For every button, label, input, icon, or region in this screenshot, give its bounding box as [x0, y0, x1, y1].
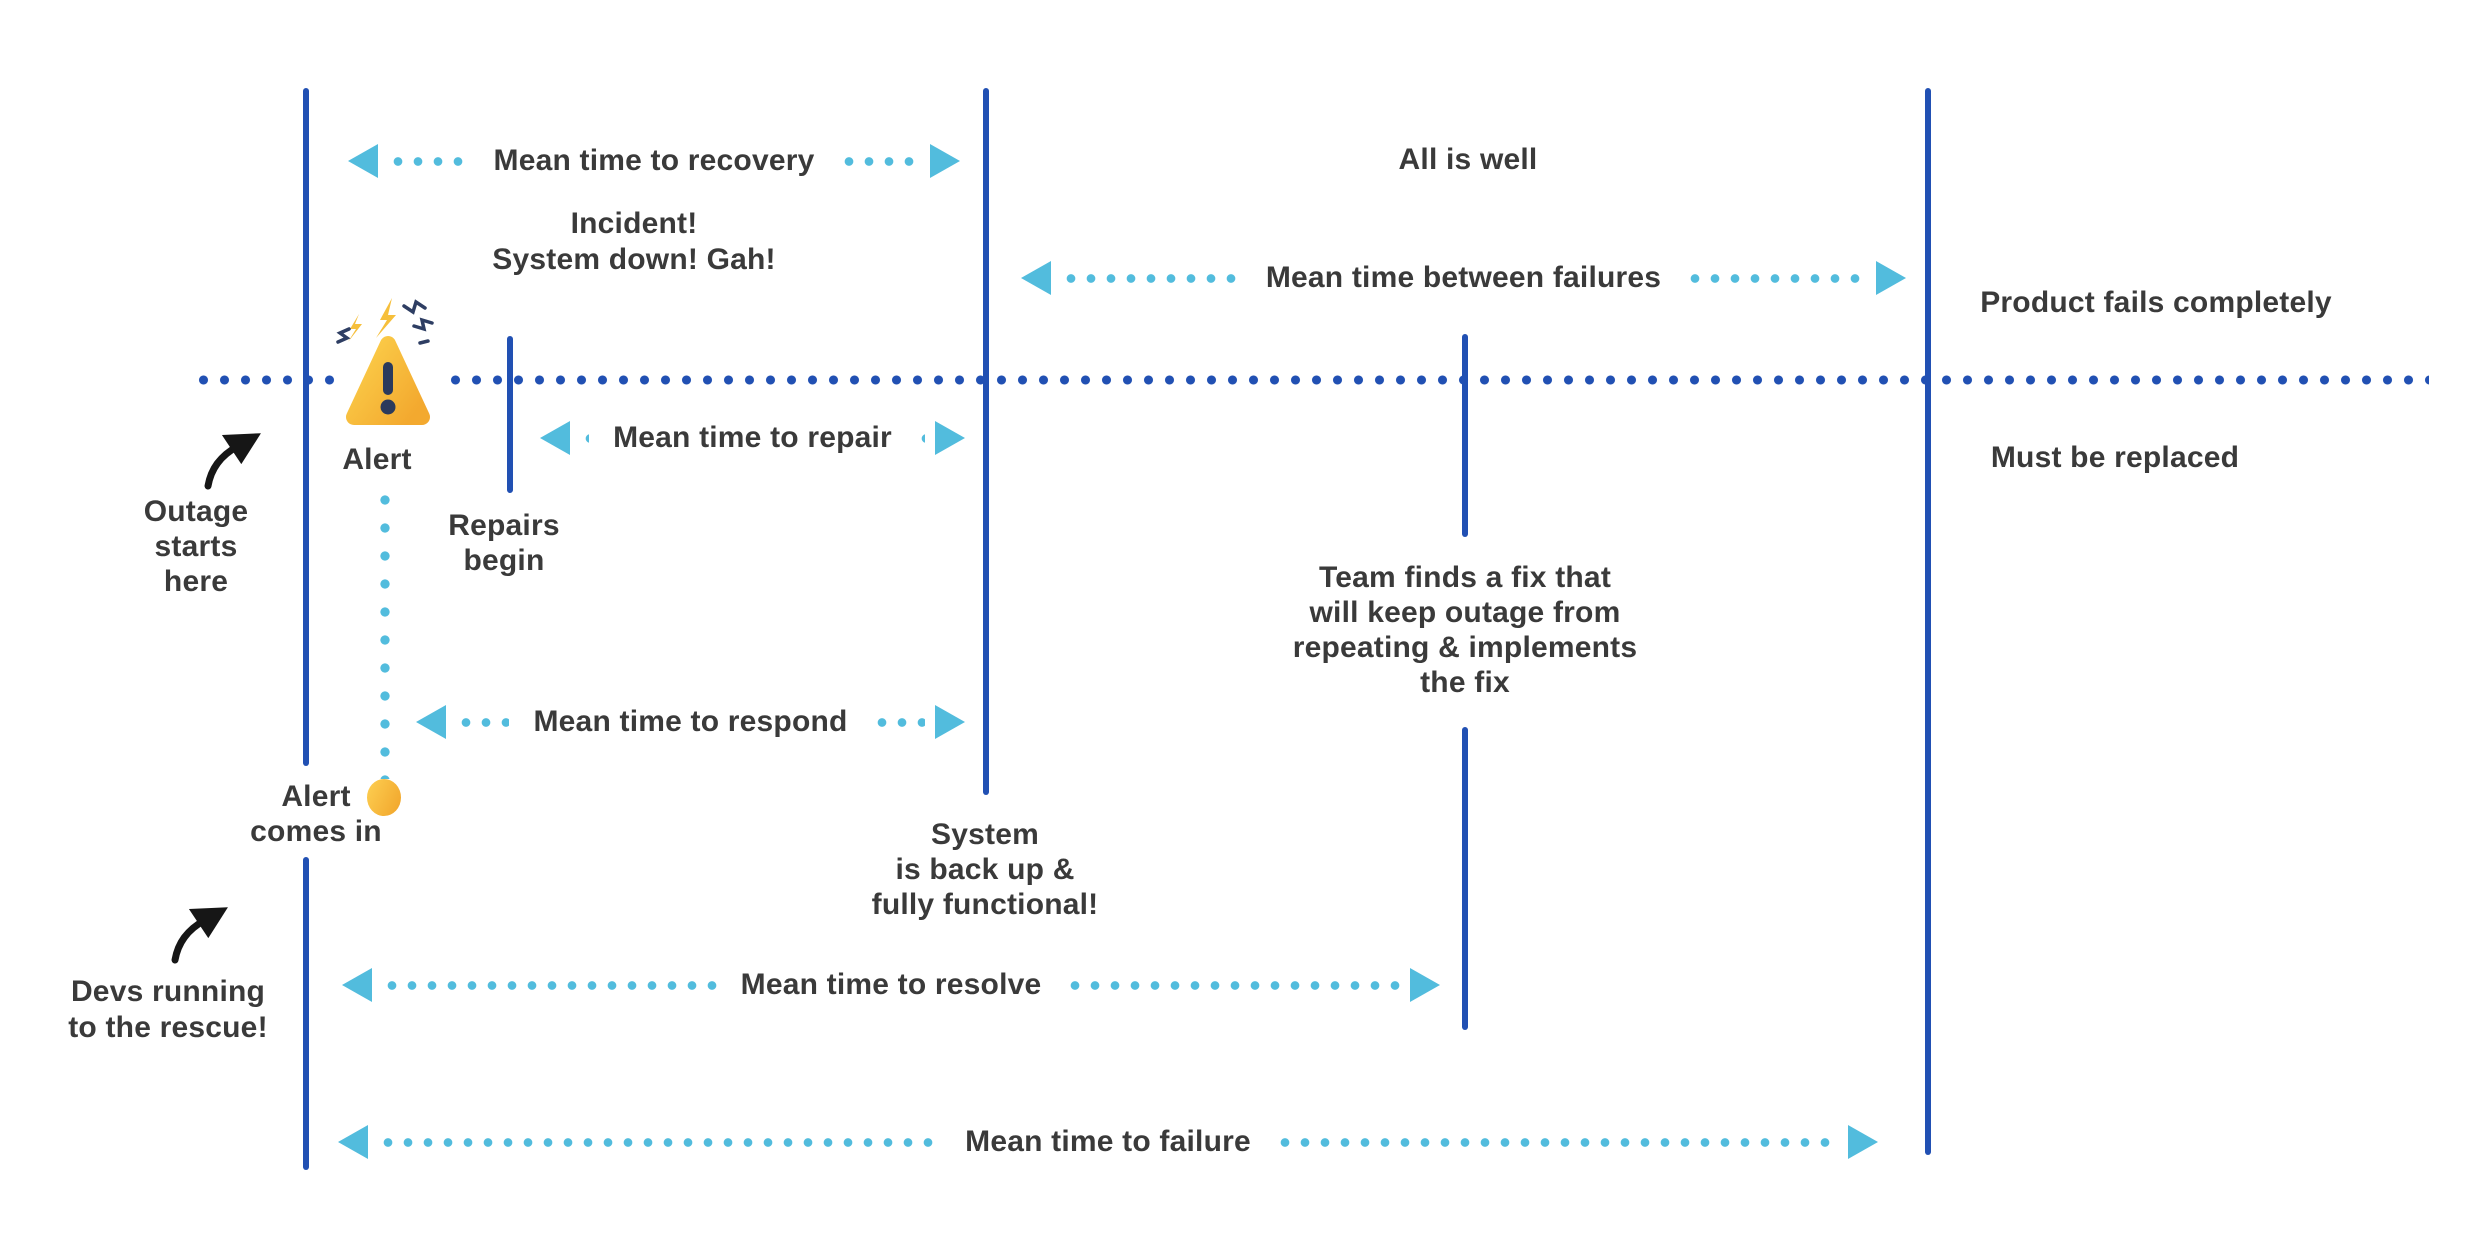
dotted-line	[1061, 273, 1242, 283]
team-fix-note: Team finds a fix that will keep outage f…	[1292, 561, 1638, 699]
must-be-replaced-note: Must be replaced	[1990, 441, 2240, 474]
product-fails-note: Product fails completely	[1980, 286, 2332, 319]
metric-arrow-recovery: Mean time to recovery	[348, 141, 960, 181]
dotted-line	[382, 980, 717, 990]
arrowhead-right-icon	[935, 705, 966, 739]
curved-arrow-icon	[204, 433, 261, 490]
metric-arrow-between-failures: Mean time between failures	[1021, 258, 1907, 298]
warning-triangle-icon	[336, 298, 440, 425]
lightning-bolt-icon	[348, 314, 362, 342]
arrowhead-left-icon	[342, 968, 372, 1002]
repairs-begin-note: Repairs begin	[448, 509, 560, 577]
arrowhead-right-icon	[1876, 261, 1907, 295]
repairs-begin-tick	[507, 336, 513, 493]
curved-arrow-icon	[171, 907, 228, 964]
metric-arrow-failure: Mean time to failure	[338, 1122, 1878, 1162]
arrowhead-right-icon	[1410, 968, 1441, 1002]
devs-rescue-note: Devs running to the rescue!	[68, 975, 268, 1044]
dotted-line	[915, 433, 925, 443]
system-restored-timeline	[983, 88, 989, 795]
outage-starts-here-note: Outage starts here	[143, 495, 249, 598]
alert-delivery-dotted-line	[380, 486, 390, 779]
dotted-line	[1065, 980, 1401, 990]
metric-arrow-respond: Mean time to respond	[416, 702, 966, 742]
system-back-up-note: System is back up & fully functional!	[871, 818, 1099, 921]
metric-label-between-failures: Mean time between failures	[1265, 261, 1662, 294]
fix-implemented-tick-upper	[1462, 334, 1468, 537]
dotted-line	[378, 1137, 942, 1147]
dotted-line	[388, 156, 470, 166]
metric-arrow-resolve: Mean time to resolve	[342, 965, 1441, 1005]
dotted-line	[1274, 1137, 1838, 1147]
dotted-line	[1685, 273, 1867, 283]
dotted-line	[871, 717, 926, 727]
alert-label: Alert	[342, 443, 412, 476]
arrowhead-left-icon	[348, 144, 378, 178]
outage-start-timeline-upper	[303, 88, 309, 766]
arrowhead-left-icon	[1021, 261, 1051, 295]
alert-comes-in-note: Alert comes in	[250, 780, 382, 848]
lightning-bolt-icon	[376, 298, 396, 338]
outage-start-timeline-lower	[303, 857, 309, 1170]
product-failure-timeline	[1925, 88, 1931, 1155]
metric-label-repair: Mean time to repair	[613, 421, 892, 454]
metric-label-resolve: Mean time to resolve	[740, 968, 1042, 1001]
incident-note: Incident! System down! Gah!	[492, 207, 776, 276]
metric-label-failure: Mean time to failure	[965, 1125, 1251, 1158]
arrowhead-left-icon	[540, 421, 570, 455]
dotted-line	[456, 717, 510, 727]
arrowhead-left-icon	[338, 1125, 368, 1159]
arrowhead-right-icon	[1848, 1125, 1878, 1159]
fix-implemented-tick-lower	[1462, 727, 1468, 1030]
metric-label-recovery: Mean time to recovery	[493, 144, 815, 177]
arrowhead-right-icon	[935, 421, 965, 455]
dotted-line	[580, 433, 590, 443]
system-health-dotted-baseline	[193, 375, 2429, 385]
arrowhead-right-icon	[930, 144, 960, 178]
dotted-line	[838, 156, 920, 166]
arrowhead-left-icon	[416, 705, 446, 739]
metric-arrow-repair: Mean time to repair	[540, 418, 965, 458]
alert-received-dot-icon	[367, 779, 401, 816]
all-is-well-note: All is well	[1398, 143, 1538, 176]
metric-label-respond: Mean time to respond	[533, 705, 848, 738]
